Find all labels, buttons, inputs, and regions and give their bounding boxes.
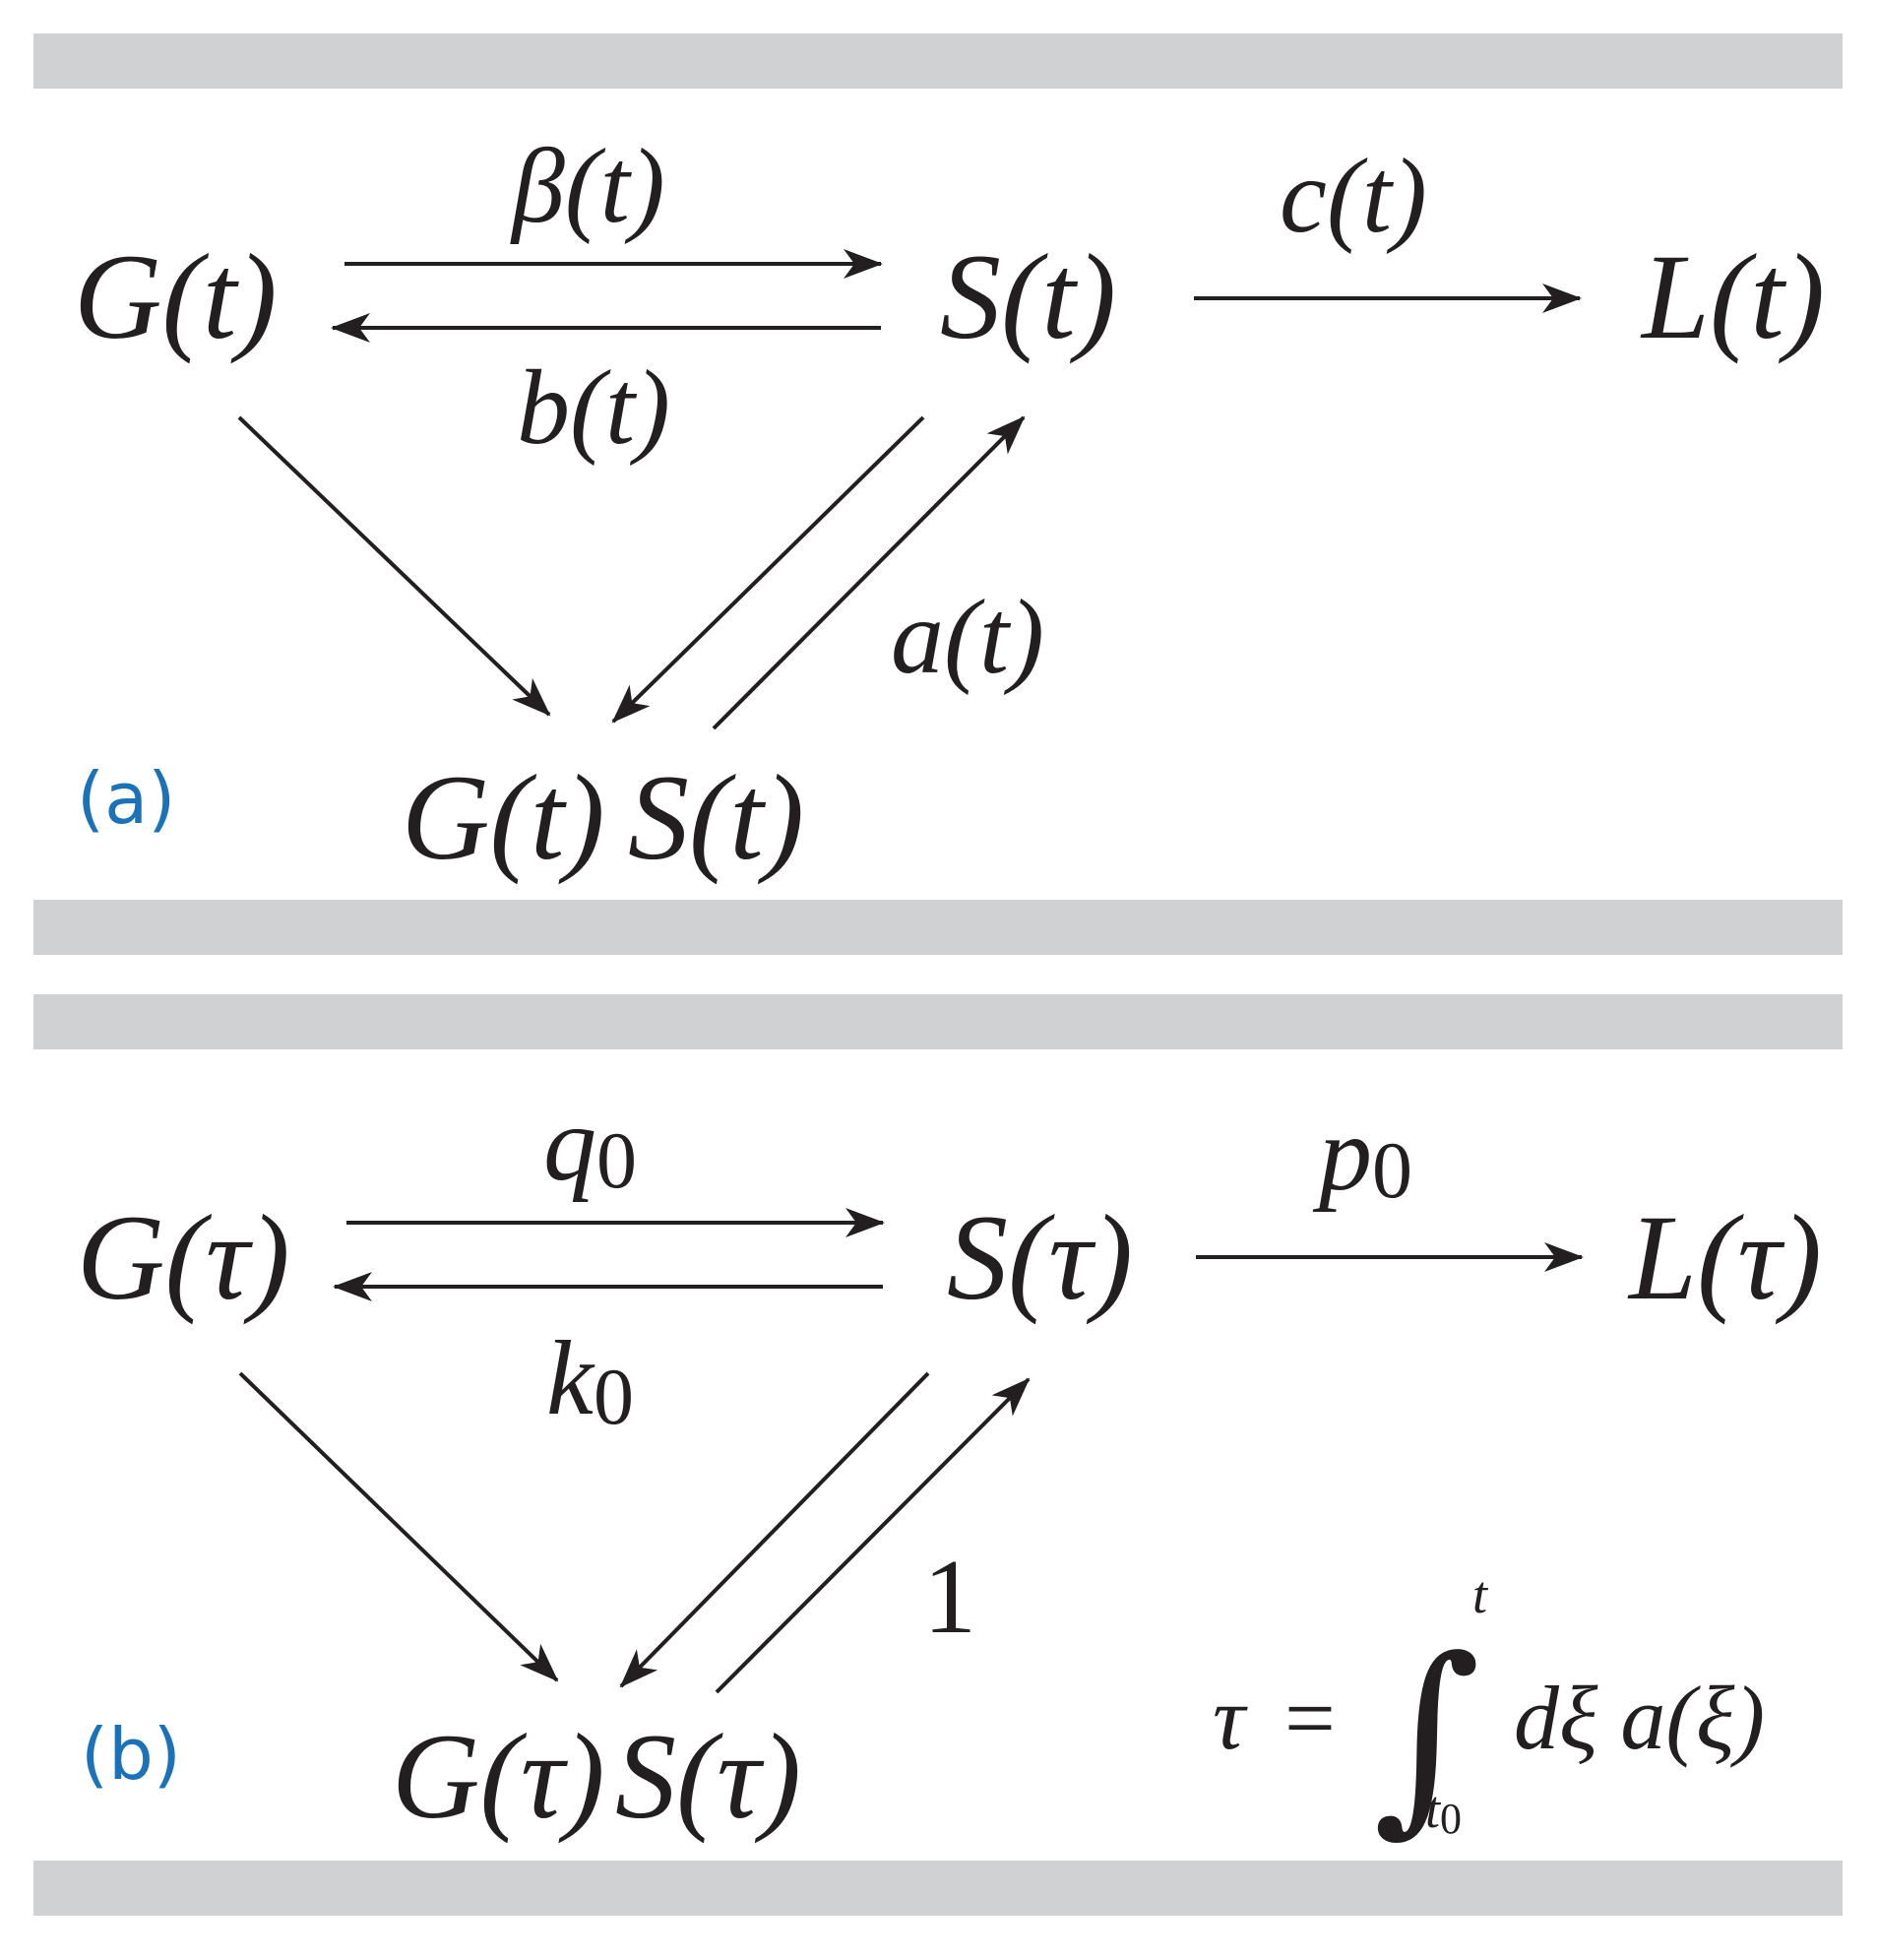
rate-label-a: a(t) <box>891 579 1044 696</box>
separator-bar-b-top <box>33 994 1843 1049</box>
node-gs-g: G(t) <box>402 750 605 885</box>
rate-label-one: 1 <box>923 1539 976 1656</box>
arrow-gs-to-s <box>712 415 1026 730</box>
arrow-g-to-gs <box>238 1371 559 1682</box>
rate-q-sub: 0 <box>596 1115 637 1205</box>
rate-label-b: b(t) <box>517 349 670 467</box>
separator-bar-bottom <box>33 1861 1843 1916</box>
integral-upper-limit: t <box>1472 1565 1489 1624</box>
integral-lower-limit: t0 <box>1425 1780 1462 1843</box>
rate-q-base: q <box>543 1086 596 1203</box>
formula-equals: = <box>1284 1668 1336 1768</box>
rate-label-c: c(t) <box>1280 138 1427 255</box>
rate-p-base: p <box>1312 1096 1372 1213</box>
node-s: S(t) <box>940 229 1116 364</box>
separator-bar-top <box>33 33 1843 89</box>
integral-sign: ∫ <box>1373 1613 1480 1855</box>
rate-label-k0: k0 <box>546 1320 634 1441</box>
rate-k-sub: 0 <box>594 1352 634 1441</box>
formula-tau: τ <box>1213 1668 1248 1768</box>
node-g: G(τ) <box>77 1190 290 1325</box>
diagram-panel-b: G(τ) S(τ) L(τ) G(τ) S(τ) q0 k0 p0 1 (b) … <box>77 1086 1822 1855</box>
lower-limit-base: t <box>1425 1780 1442 1839</box>
node-g: G(t) <box>74 229 278 364</box>
node-gs-s: S(τ) <box>615 1709 801 1844</box>
node-gs-s: S(t) <box>628 750 804 885</box>
rate-label-p0: p0 <box>1312 1096 1412 1215</box>
rate-k-base: k <box>546 1320 595 1437</box>
panel-label-b: (b) <box>81 1713 181 1796</box>
arrow-s-to-gs <box>619 1371 930 1688</box>
node-l: L(t) <box>1640 229 1825 364</box>
separator-bar-a-bottom <box>33 900 1843 955</box>
node-l: L(τ) <box>1627 1190 1822 1325</box>
rate-label-q0: q0 <box>543 1086 637 1205</box>
node-s: S(τ) <box>947 1190 1133 1325</box>
diagram-panel-a: G(t) S(t) L(t) G(t) S(t) β(t) b(t) c(t) … <box>74 128 1825 885</box>
arrow-s-to-gs <box>611 415 925 724</box>
lower-limit-sub: 0 <box>1440 1795 1462 1843</box>
panel-label-a: (a) <box>77 757 175 840</box>
rate-p-sub: 0 <box>1372 1125 1412 1215</box>
rate-label-beta: β(t) <box>510 128 665 245</box>
node-gs-g: G(τ) <box>392 1709 605 1844</box>
arrow-g-to-gs <box>237 415 551 717</box>
formula-integrand: dξ a(ξ) <box>1514 1668 1765 1768</box>
arrow-gs-to-s <box>715 1377 1031 1694</box>
